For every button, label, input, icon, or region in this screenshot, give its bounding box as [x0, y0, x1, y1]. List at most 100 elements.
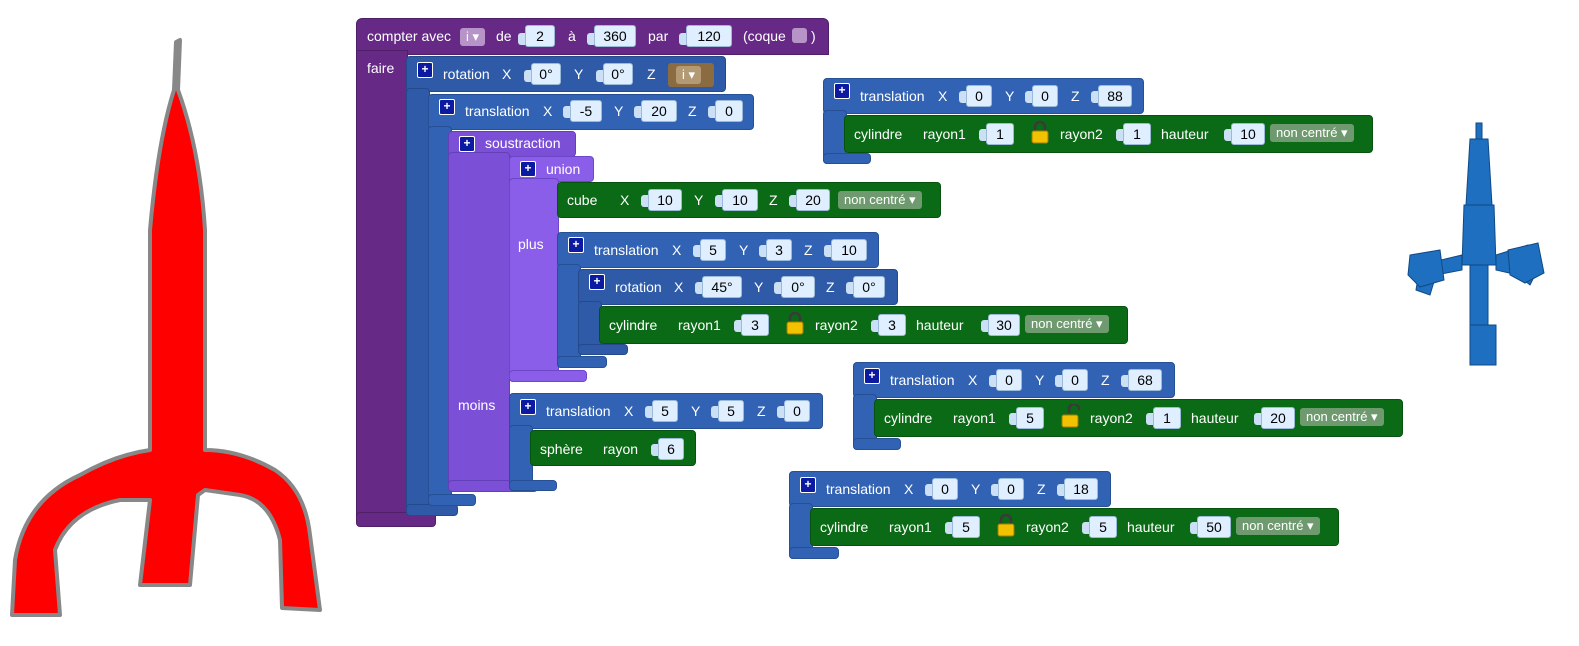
coque-close-label: ) [811, 28, 816, 44]
trb-y-input[interactable]: 0 [1062, 369, 1088, 391]
z-label: Z [826, 279, 835, 295]
cyla-r1-input[interactable]: 1 [986, 123, 1014, 145]
height-label: hauteur [1127, 519, 1175, 535]
cylc-center-dropdown[interactable]: non centré ▾ [1236, 517, 1320, 535]
y-label: Y [1005, 88, 1015, 104]
unlock-icon[interactable] [1059, 404, 1081, 428]
y-label: Y [754, 279, 764, 295]
cylinder-label: cylindre [820, 519, 869, 535]
tr3-x-input[interactable]: 5 [652, 400, 678, 422]
union-label: union [546, 161, 581, 177]
y-label: Y [739, 242, 749, 258]
moins-label: moins [458, 397, 496, 413]
cyla-h-input[interactable]: 10 [1231, 123, 1265, 145]
step-input[interactable]: 120 [686, 25, 732, 47]
for-label: compter avec [367, 28, 452, 44]
tra-z-input[interactable]: 88 [1098, 85, 1132, 107]
tr2-x-input[interactable]: 5 [700, 239, 726, 261]
tr-x-input[interactable]: -5 [570, 100, 602, 122]
z-label: Z [1037, 481, 1046, 497]
tr2-y-input[interactable]: 3 [766, 239, 792, 261]
radius2-label: rayon2 [1060, 126, 1103, 142]
cyla-center-dropdown[interactable]: non centré ▾ [1270, 124, 1354, 142]
rot2-y-input[interactable]: 0° [781, 276, 815, 298]
radius2-label: rayon2 [1026, 519, 1069, 535]
trc-y-input[interactable]: 0 [998, 478, 1024, 500]
x-label: X [904, 481, 914, 497]
expand-icon[interactable]: + [864, 368, 880, 384]
expand-icon[interactable]: + [459, 136, 475, 152]
tr-y-input[interactable]: 20 [641, 100, 677, 122]
cube-x-input[interactable]: 10 [648, 189, 682, 211]
radius1-label: rayon1 [889, 519, 932, 535]
rot-y-input[interactable]: 0° [603, 63, 633, 85]
cylc-r2-input[interactable]: 5 [1089, 516, 1117, 538]
z-label: Z [1071, 88, 1080, 104]
cylb-center-dropdown[interactable]: non centré ▾ [1300, 408, 1384, 426]
z-label: Z [647, 66, 656, 82]
cyl1-r2-input[interactable]: 3 [878, 314, 906, 336]
cylc-r1-input[interactable]: 5 [952, 516, 980, 538]
from-input[interactable]: 2 [525, 25, 555, 47]
tr3-y-input[interactable]: 5 [718, 400, 744, 422]
expand-icon[interactable]: + [520, 399, 536, 415]
to-input[interactable]: 360 [594, 25, 636, 47]
rot2-z-input[interactable]: 0° [853, 276, 885, 298]
x-label: X [938, 88, 948, 104]
expand-icon[interactable]: + [520, 161, 536, 177]
cylinder-label: cylindre [884, 410, 933, 426]
y-label: Y [574, 66, 584, 82]
rocket-drawing [10, 38, 322, 617]
tra-x-input[interactable]: 0 [966, 85, 992, 107]
cube-z-input[interactable]: 20 [796, 189, 830, 211]
cube-label: cube [567, 192, 598, 208]
translation-label: translation [860, 88, 925, 104]
cylb-r1-input[interactable]: 5 [1016, 407, 1044, 429]
expand-icon[interactable]: + [800, 477, 816, 493]
sphere-block[interactable] [530, 430, 696, 466]
trc-z-input[interactable]: 18 [1064, 478, 1098, 500]
z-label: Z [757, 403, 766, 419]
rot2-x-input[interactable]: 45° [702, 276, 742, 298]
height-label: hauteur [916, 317, 964, 333]
expand-icon[interactable]: + [439, 99, 455, 115]
tra-y-input[interactable]: 0 [1032, 85, 1058, 107]
cube-y-input[interactable]: 10 [722, 189, 758, 211]
translation-label: translation [546, 403, 611, 419]
cyl1-center-dropdown[interactable]: non centré ▾ [1025, 315, 1109, 333]
rot-x-input[interactable]: 0° [531, 63, 561, 85]
trb-z-input[interactable]: 68 [1128, 369, 1162, 391]
sphere-label: sphère [540, 441, 583, 457]
radius2-label: rayon2 [1090, 410, 1133, 426]
expand-icon[interactable]: + [568, 237, 584, 253]
expand-icon[interactable]: + [417, 62, 433, 78]
radius1-label: rayon1 [678, 317, 721, 333]
cylb-r2-input[interactable]: 1 [1153, 407, 1181, 429]
tr3-z-input[interactable]: 0 [784, 400, 810, 422]
rot-z-var[interactable]: i ▾ [676, 66, 702, 84]
cube-center-dropdown[interactable]: non centré ▾ [838, 191, 922, 209]
cyl1-h-input[interactable]: 30 [988, 314, 1020, 336]
expand-icon[interactable]: + [589, 274, 605, 290]
sphere-r-input[interactable]: 6 [658, 438, 684, 460]
trb-x-input[interactable]: 0 [996, 369, 1022, 391]
trc-x-input[interactable]: 0 [932, 478, 958, 500]
cyl1-r1-input[interactable]: 3 [741, 314, 769, 336]
lock-icon[interactable] [1029, 120, 1051, 144]
coque-checkbox[interactable] [792, 28, 807, 43]
z-label: Z [769, 192, 778, 208]
lock-icon[interactable] [784, 311, 806, 335]
lock-icon[interactable] [995, 513, 1017, 537]
loop-var-dropdown[interactable]: i ▾ [460, 28, 486, 46]
expand-icon[interactable]: + [834, 83, 850, 99]
cylb-h-input[interactable]: 20 [1261, 407, 1295, 429]
radius-label: rayon [603, 441, 639, 457]
model-preview [1407, 122, 1545, 366]
cyla-r2-input[interactable]: 1 [1123, 123, 1151, 145]
tr2-z-input[interactable]: 10 [831, 239, 867, 261]
x-label: X [968, 372, 978, 388]
translation-body [557, 264, 581, 368]
cylinder-label: cylindre [609, 317, 658, 333]
tr-z-input[interactable]: 0 [715, 100, 743, 122]
cylc-h-input[interactable]: 50 [1197, 516, 1231, 538]
